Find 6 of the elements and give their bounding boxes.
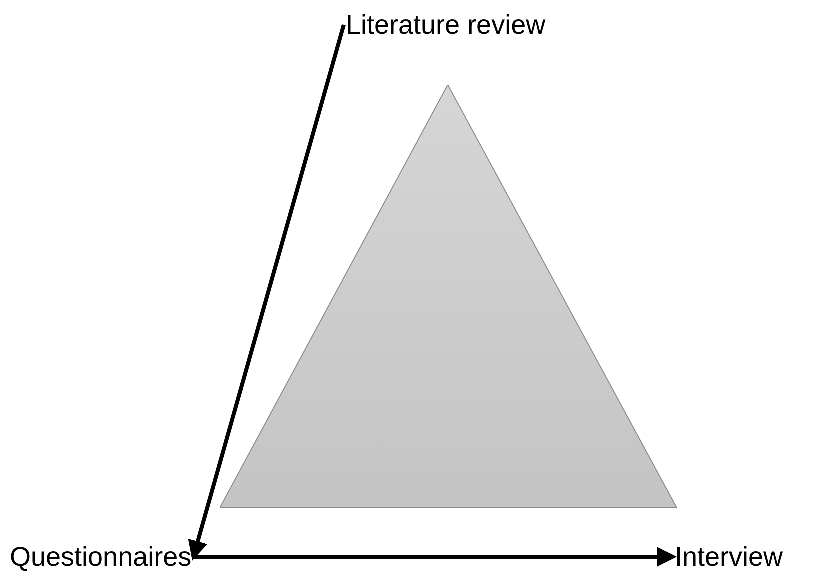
corner-label: Questionnaires (10, 540, 192, 574)
corner-label: Interview (675, 540, 784, 574)
arrow (188, 24, 346, 561)
triangle (220, 85, 678, 509)
corner-label: Literature review (346, 8, 546, 42)
arrow (194, 547, 677, 567)
